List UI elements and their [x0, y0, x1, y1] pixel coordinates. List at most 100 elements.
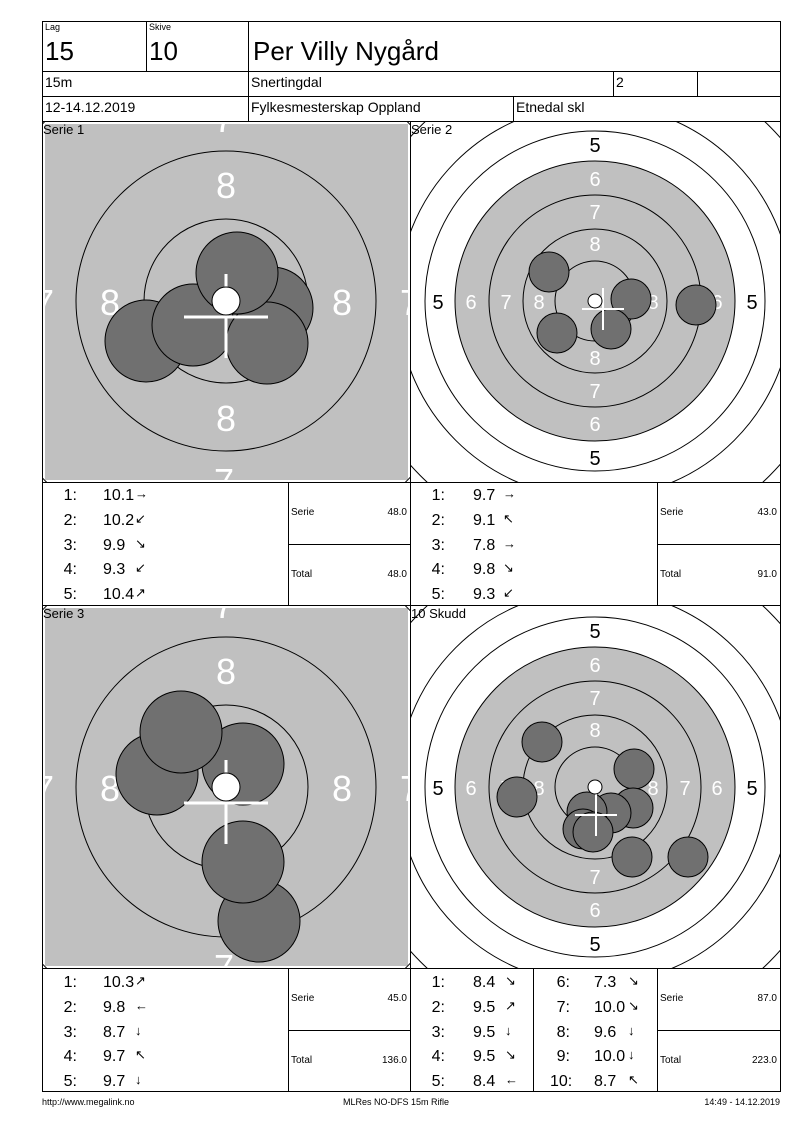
ring-number-8-left: 8	[533, 292, 544, 314]
club: Snertingdal	[251, 74, 322, 90]
shot-hole	[572, 811, 614, 853]
header-event-cell: Fylkesmesterskap Oppland	[248, 96, 514, 122]
shot-hole	[613, 748, 655, 790]
ring-number-7-bottom: 7	[589, 867, 600, 889]
shot-number: 9:	[556, 1048, 570, 1065]
direction-arrow-icon: ↘	[135, 536, 146, 551]
shot-row: 3:7.8→	[411, 536, 531, 554]
sum-label: Serie	[660, 507, 684, 518]
target-10-skudd: 5 5 5 5 6 6 6 6 7 7 7 7 8 8 8 8	[411, 606, 780, 968]
target-panel-serie2: Serie 2 5 5 5 5 6 6 6 6 7 7 7 7 8 8 8 8	[410, 121, 781, 483]
shot-hole	[521, 721, 563, 763]
shots-table-serie3: 1:10.3↗ 2:9.8← 3:8.7↓ 4:9.7↖ 5:9.7↓	[42, 968, 289, 1092]
shot-row: 2:9.8←	[43, 998, 163, 1016]
ring-number-6-top: 6	[589, 655, 600, 677]
ring-number-5-right: 5	[746, 778, 757, 800]
shot-number: 1:	[63, 487, 77, 504]
ring-number-5-top: 5	[589, 135, 600, 157]
ring-number-5-bottom: 5	[589, 934, 600, 956]
direction-arrow-icon: →	[503, 486, 516, 501]
direction-arrow-icon: ↖	[135, 1047, 146, 1062]
shot-hole	[496, 776, 538, 818]
direction-arrow-icon: ↙	[135, 560, 146, 575]
shot-hole	[590, 308, 632, 350]
total-value: 48.0	[387, 569, 407, 580]
shot-number: 6:	[556, 974, 570, 991]
shot-value: 10.0	[594, 999, 626, 1016]
shot-number: 10:	[550, 1073, 573, 1090]
shot-number: 5:	[431, 1073, 445, 1090]
header-distance-cell: 15m	[42, 71, 249, 97]
shot-value: 7.8	[473, 537, 496, 554]
serie-value: 45.0	[387, 993, 407, 1004]
shot-value: 8.4	[473, 974, 496, 991]
shot-row: 5:8.4←	[411, 1072, 531, 1090]
shot-value: 9.9	[103, 537, 126, 554]
center-dot	[587, 779, 603, 795]
direction-arrow-icon: →	[135, 486, 148, 501]
shots-table-10-skudd-b: 6:7.3↘ 7:10.0↘ 8:9.6↓ 9:10.0↓ 10:8.7↖	[533, 968, 658, 1092]
shot-row: 2:9.1↖	[411, 511, 531, 529]
ring-number-7-top: 7	[589, 202, 600, 224]
ring-number-7-top: 7	[214, 606, 234, 626]
shot-value: 9.5	[473, 1048, 496, 1065]
sum-label: Serie	[660, 993, 684, 1004]
ring-5	[424, 130, 766, 472]
ring-number-6-bottom: 6	[589, 900, 600, 922]
sum-label: Total	[291, 1055, 313, 1066]
ring-number-7-left: 7	[43, 768, 54, 809]
ring-number-6-bottom: 6	[589, 414, 600, 436]
shot-value: 9.3	[103, 561, 126, 578]
shot-number: 7:	[556, 999, 570, 1016]
shot-value: 7.3	[594, 974, 617, 991]
ring-number-7-bottom: 7	[214, 947, 234, 968]
shot-number: 2:	[63, 512, 77, 529]
shot-value: 9.5	[473, 999, 496, 1016]
direction-arrow-icon: →	[503, 536, 516, 551]
shot-number: 4:	[431, 561, 445, 578]
footer-url[interactable]: http://www.megalink.no	[42, 1097, 135, 1107]
direction-arrow-icon: ↓	[135, 1072, 142, 1087]
direction-arrow-icon: ↗	[135, 973, 146, 988]
target-panel-serie1: Serie 1 8 8 8 8 7 7 7 7	[42, 121, 411, 483]
direction-arrow-icon: ↖	[628, 1072, 639, 1087]
serie-value: 48.0	[387, 507, 407, 518]
direction-arrow-icon: ←	[505, 1072, 518, 1087]
shot-row: 5:10.4↗	[43, 585, 163, 603]
ring-number-5-top: 5	[589, 621, 600, 643]
direction-arrow-icon: ↖	[503, 511, 514, 526]
direction-arrow-icon: ↘	[628, 973, 639, 988]
direction-arrow-icon: ↙	[135, 511, 146, 526]
ring-8	[75, 150, 377, 452]
ring-number-8-right: 8	[332, 282, 352, 323]
shot-number: 1:	[431, 974, 445, 991]
shot-value: 9.7	[103, 1073, 126, 1090]
ring-number-8-top: 8	[216, 651, 236, 692]
header-lag-cell: Lag 15	[42, 21, 147, 72]
shot-hole	[139, 690, 223, 774]
header-venue-cell: Etnedal skl	[513, 96, 781, 122]
shot-row: 1:8.4↘	[411, 973, 531, 991]
panel-label: 10 Skudd	[411, 606, 466, 621]
shot-row: 1:10.1→	[43, 486, 163, 504]
lag-label: Lag	[45, 22, 61, 32]
distance: 15m	[45, 74, 73, 90]
ring-number-7-top: 7	[589, 688, 600, 710]
center-dot	[587, 293, 603, 309]
total-value: 91.0	[757, 569, 777, 580]
shot-row: 10:8.7↖	[534, 1072, 654, 1090]
shot-value: 9.8	[473, 561, 496, 578]
shot-row: 8:9.6↓	[534, 1023, 654, 1041]
shot-row: 5:9.3↙	[411, 585, 531, 603]
direction-arrow-icon: ↓	[505, 1023, 512, 1038]
direction-arrow-icon: ↙	[503, 585, 514, 600]
shot-number: 5:	[63, 586, 77, 603]
ring-8	[522, 228, 668, 374]
header-empty-cell	[697, 71, 781, 97]
